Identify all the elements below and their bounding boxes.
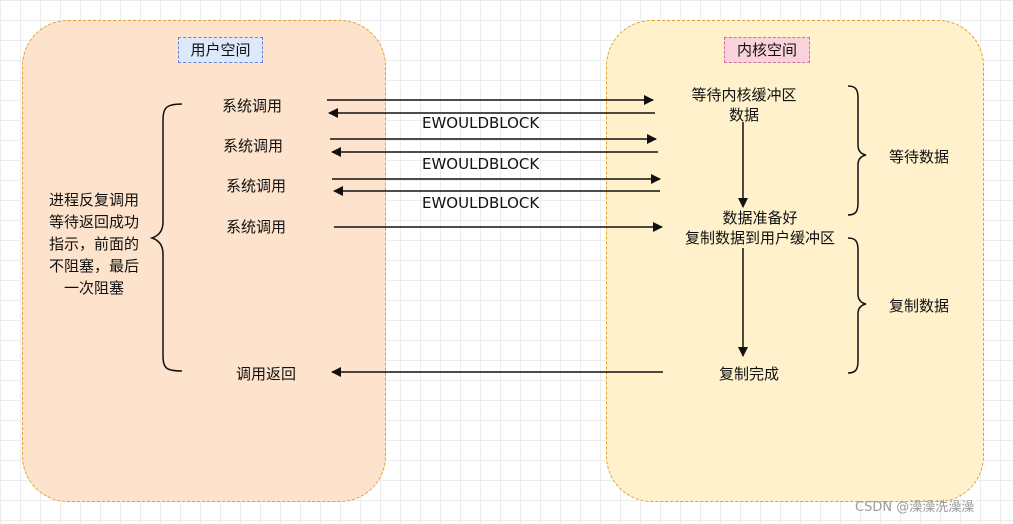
phase-wait-label: 等待数据 — [889, 148, 950, 166]
system-call-4: 系统调用 — [226, 218, 287, 236]
ewouldblock-2: EWOULDBLOCK — [422, 155, 540, 173]
left-note-line: 指示，前面的 — [48, 235, 139, 253]
call-return-label: 调用返回 — [236, 365, 297, 383]
phase-copy-label: 复制数据 — [889, 297, 950, 315]
kernel-data-ready: 数据准备好 复制数据到用户缓冲区 — [662, 208, 858, 248]
kernel-space-region — [606, 20, 984, 502]
kernel-copy-done: 复制完成 — [719, 365, 780, 383]
kernel-wait-line: 数据 — [728, 106, 759, 124]
left-brace — [149, 103, 183, 372]
system-call-1: 系统调用 — [222, 97, 283, 115]
ewouldblock-1: EWOULDBLOCK — [422, 114, 540, 132]
user-space-region — [22, 20, 386, 502]
left-note: 进程反复调用 等待返回成功 指示，前面的 不阻塞，最后 一次阻塞 — [38, 189, 150, 299]
left-note-line: 不阻塞，最后 — [48, 257, 139, 275]
system-call-3: 系统调用 — [226, 177, 287, 195]
ewouldblock-3: EWOULDBLOCK — [422, 194, 540, 212]
kernel-wait-buffer: 等待内核缓冲区 数据 — [664, 85, 824, 125]
wait-brace — [847, 85, 867, 216]
system-call-2: 系统调用 — [223, 137, 284, 155]
kernel-wait-line: 等待内核缓冲区 — [691, 86, 797, 104]
copy-brace — [847, 237, 867, 374]
kernel-ready-line: 复制数据到用户缓冲区 — [684, 229, 835, 247]
left-note-line: 进程反复调用 — [48, 191, 139, 209]
watermark: CSDN @澡澡洗澡澡 — [855, 500, 975, 515]
left-note-line: 一次阻塞 — [63, 279, 124, 297]
left-note-line: 等待返回成功 — [48, 213, 139, 231]
user-space-title: 用户空间 — [178, 37, 263, 63]
kernel-space-title: 内核空间 — [724, 37, 810, 63]
kernel-ready-line: 数据准备好 — [722, 209, 798, 227]
